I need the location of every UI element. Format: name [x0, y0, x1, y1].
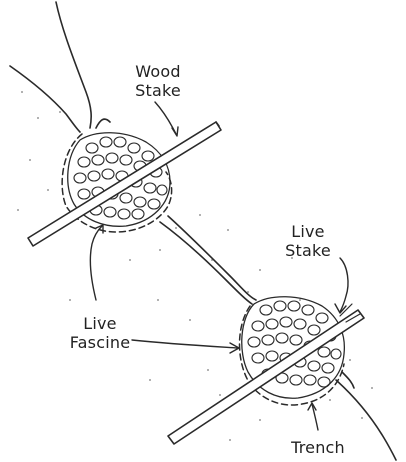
live-stake-label-line2: Stake [270, 241, 346, 260]
live-stake-label-line1: Live [270, 222, 346, 241]
wood-stake-label-line2: Stake [116, 81, 200, 100]
live-fascine-label-line1: Live [56, 314, 144, 333]
wood-stake [28, 122, 221, 246]
live-stake-label: Live Stake [270, 222, 346, 260]
trench-label: Trench [276, 438, 360, 457]
wood-stake-label: Wood Stake [116, 62, 200, 100]
live-fascine-label: Live Fascine [56, 314, 144, 352]
live-fascine-label-line2: Fascine [56, 333, 144, 352]
wood-stake-label-line1: Wood [116, 62, 200, 81]
